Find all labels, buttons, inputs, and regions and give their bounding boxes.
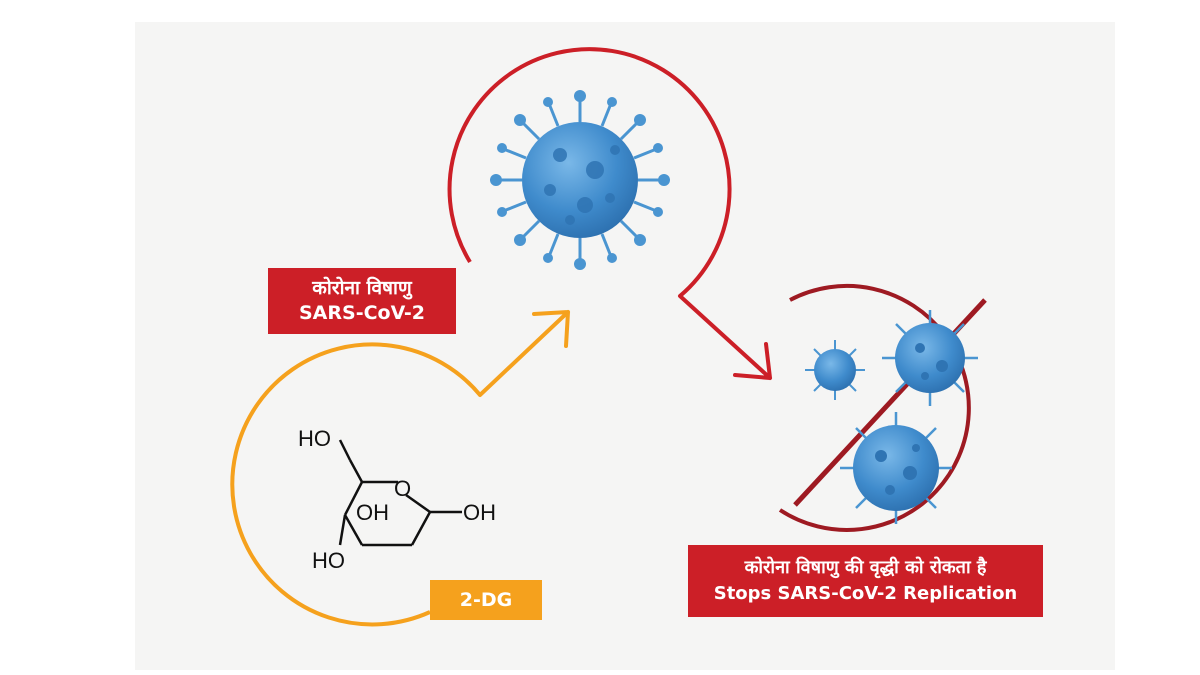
virus-icon	[490, 90, 670, 270]
stop-label-hindi: कोरोना विषाणु की वृद्धी को रोकता है	[744, 557, 987, 578]
virus-label: कोरोना विषाणु SARS-CoV-2	[268, 268, 456, 334]
drug-circle	[230, 342, 482, 627]
hydroxyl-top-label: HO	[298, 426, 331, 451]
orange-arrow	[478, 310, 570, 397]
virus-icon-large	[840, 412, 952, 524]
stop-replication-label: कोरोना विषाणु की वृद्धी को रोकता है Stop…	[688, 545, 1043, 617]
virus-circle	[447, 47, 732, 298]
virus-icon-small	[805, 340, 865, 400]
stop-label-english: Stops SARS-CoV-2 Replication	[713, 583, 1018, 604]
hydroxyl-right-label: OH	[463, 500, 496, 525]
drug-label: 2-DG	[430, 580, 542, 620]
molecule-structure	[338, 439, 462, 547]
hydroxyl-bottom-label: HO	[312, 548, 345, 573]
prohibition-circle	[778, 284, 971, 532]
hydroxyl-center-label: OH	[356, 500, 389, 525]
virus-label-hindi: कोरोना विषाणु	[312, 277, 412, 299]
red-arrow	[678, 294, 772, 380]
virus-label-name: SARS-CoV-2	[298, 302, 425, 324]
virus-icon-medium	[882, 310, 978, 406]
ring-oxygen-label: O	[394, 476, 412, 501]
